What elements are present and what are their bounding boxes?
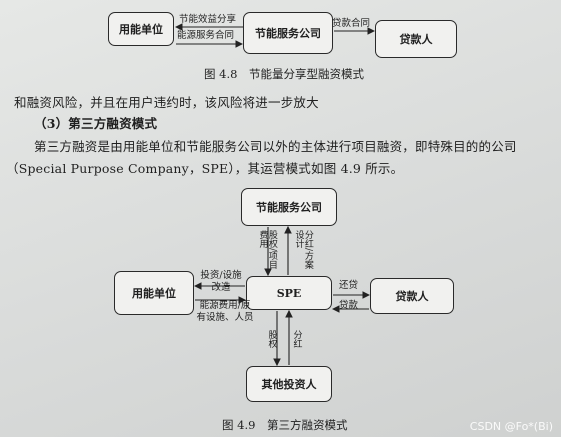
fig49-label-invest-retrofit: 投资/设施改造 — [200, 270, 242, 293]
fig48-label-share: 节能效益分享 — [179, 14, 237, 25]
fig49-box-investor: 其他投资人 — [246, 366, 332, 402]
fig48-box-lender: 贷款人 — [375, 20, 457, 58]
fig49-label-energy-fee: 能源费用/原有设施、人员 — [196, 300, 254, 323]
section-heading: （3）第三方融资模式 — [34, 116, 158, 131]
fig48-label-loan-contract: 贷款合同 — [332, 18, 371, 29]
fig48-label-service-contract: 能源服务合同 — [177, 30, 235, 41]
fig49-label-loan: 贷款 — [339, 300, 359, 311]
fig49-label-equity: 股权 — [266, 330, 277, 348]
csdn-watermark: CSDN @Fo*(Bi) — [469, 420, 553, 433]
fig49-label-dividend-design: 分红/方案设计 — [293, 230, 313, 270]
paragraph-line-spe: （Special Purpose Company，SPE），其运营模式如图 4.… — [6, 161, 404, 176]
fig49-box-service: 节能服务公司 — [241, 188, 337, 226]
fig49-caption: 图 4.9 第三方融资模式 — [222, 418, 348, 432]
fig48-caption: 图 4.8 节能量分享型融资模式 — [204, 67, 364, 81]
paragraph-line-risk: 和融资风险，并且在用户违约时，该风险将进一步放大 — [14, 95, 319, 110]
fig49-box-lender: 贷款人 — [370, 278, 454, 314]
fig49-label-equity-fee: 股权/项目费用 — [257, 230, 277, 270]
fig48-box-user: 用能单位 — [108, 12, 174, 46]
fig48-box-service: 节能服务公司 — [243, 12, 333, 54]
fig49-label-dividend: 分红 — [291, 330, 302, 348]
fig49-box-spe: SPE — [246, 276, 332, 310]
fig49-label-repay: 还贷 — [339, 280, 359, 291]
fig49-box-user: 用能单位 — [114, 271, 194, 315]
paragraph-line-third-party: 第三方融资是由用能单位和节能服务公司以外的主体进行项目融资，即特殊目的的公司 — [34, 139, 517, 154]
